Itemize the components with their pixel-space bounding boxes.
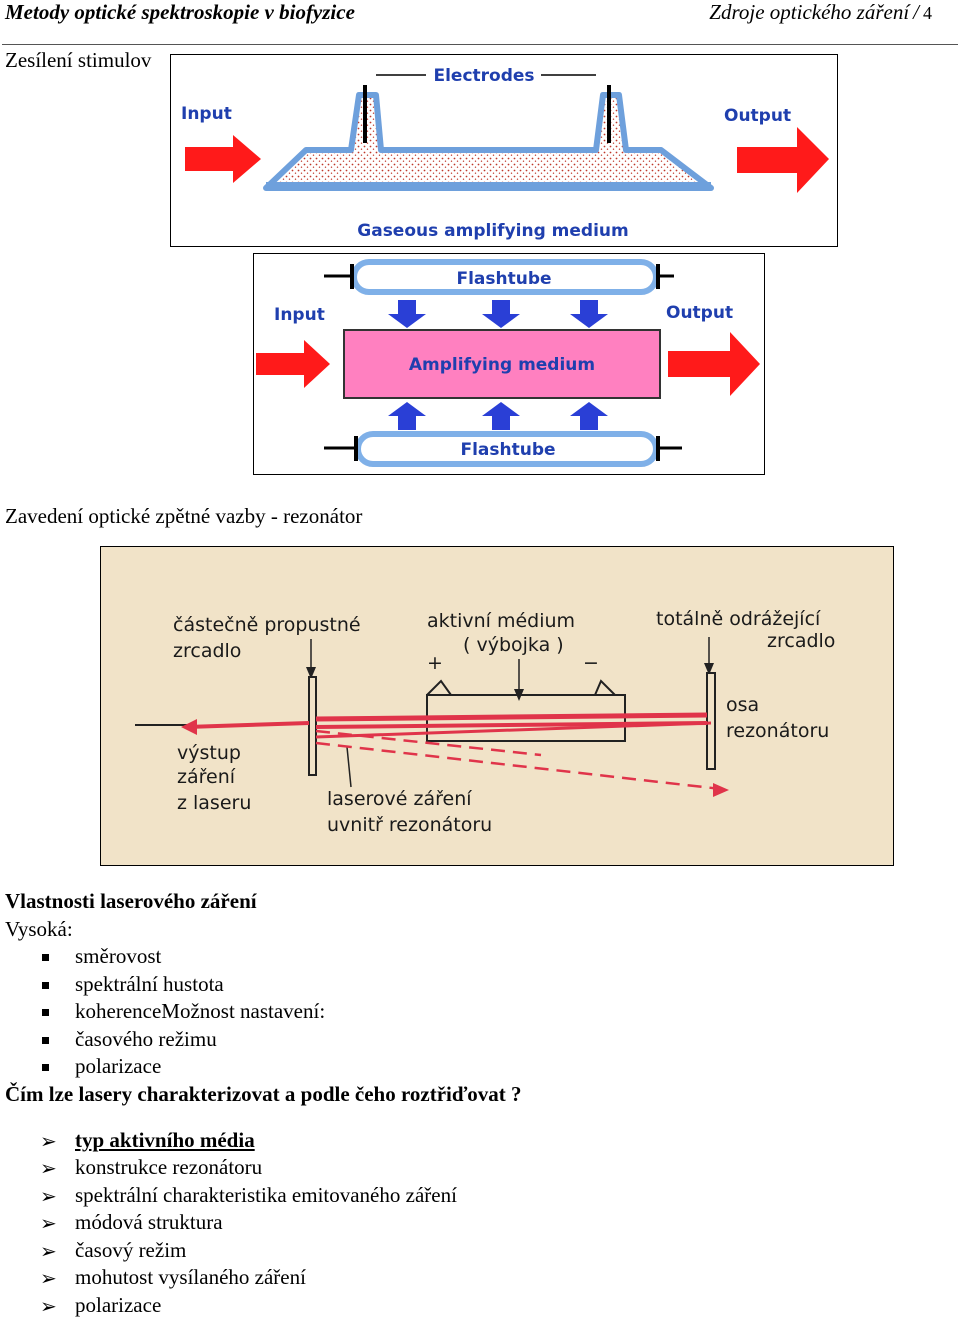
axis-label-2: rezonátoru xyxy=(726,720,829,742)
bullet-icon xyxy=(42,982,49,989)
partial-mirror-label-2: zrcadlo xyxy=(173,640,241,662)
criteria-item: mohutost vysílaného záření xyxy=(75,1265,306,1289)
bullet-icon xyxy=(42,1037,49,1044)
gas-amplifier-figure: Electrodes Input Output Gaseous amplifyi… xyxy=(170,54,838,247)
criteria-item: konstrukce rezonátoru xyxy=(75,1155,263,1179)
bullet-icon xyxy=(42,954,49,961)
document-title: Metody optické spektroskopie v biofyzice xyxy=(5,0,355,24)
down-arrow-icon xyxy=(388,300,426,328)
output-arrow-icon xyxy=(737,127,829,193)
flashtube-diagram: Flashtube Input Output Amplifying medium… xyxy=(256,259,760,467)
bullet-icon xyxy=(42,1009,49,1016)
up-arrow-icon xyxy=(482,402,520,430)
tube-base xyxy=(266,182,711,190)
inside-label-2: uvnitř rezonátoru xyxy=(327,814,492,836)
flashtube-bottom-label: Flashtube xyxy=(460,440,555,460)
arrow-bullet-icon: ➢ xyxy=(40,1239,57,1263)
gas-amplifier-diagram: Electrodes Input Output Gaseous amplifyi… xyxy=(181,66,829,241)
output-beam xyxy=(186,721,310,729)
criteria-item: polarizace xyxy=(75,1293,162,1317)
output-label-3: z laseru xyxy=(177,792,251,814)
arrow-bullet-icon: ➢ xyxy=(40,1184,57,1208)
inside-label-1: laserové záření xyxy=(327,788,472,810)
flashtube-top-label: Flashtube xyxy=(456,269,551,289)
section-title: Zdroje optického záření xyxy=(709,0,910,24)
high-label: Vysoká: xyxy=(5,917,73,941)
resonator-heading: Zavedení optické zpětné vazby - rezonáto… xyxy=(5,504,363,528)
arrow-bullet-icon: ➢ xyxy=(40,1266,57,1290)
property-item: časového režimu xyxy=(75,1027,217,1051)
header-separator: / xyxy=(913,0,919,24)
arrow-bullet-icon: ➢ xyxy=(40,1211,57,1235)
partial-mirror xyxy=(308,676,317,776)
input-arrow-icon xyxy=(256,340,330,388)
output-label-1: výstup xyxy=(177,742,241,764)
flashtube-amplifier-figure: Flashtube Input Output Amplifying medium… xyxy=(253,253,765,475)
criteria-item: typ aktivního média xyxy=(75,1128,255,1152)
arrow-bullet-icon: ➢ xyxy=(40,1156,57,1180)
question-heading: Čím lze lasery charakterizovat a podle č… xyxy=(5,1082,522,1106)
gas-tube xyxy=(263,92,714,191)
input-arrow-icon xyxy=(185,135,261,183)
criteria-item: spektrální charakteristika emitovaného z… xyxy=(75,1183,457,1207)
property-item: koherenceMožnost nastavení: xyxy=(75,999,326,1023)
intro-text: Zesílení stimulov xyxy=(5,48,152,72)
header-rule xyxy=(2,44,958,45)
input-label: Input xyxy=(274,305,325,325)
output-label-2: záření xyxy=(177,766,236,788)
arrow-bullet-icon: ➢ xyxy=(40,1129,57,1153)
amplifying-medium-block xyxy=(343,329,661,399)
arrow-bullet-icon: ➢ xyxy=(40,1294,57,1318)
partial-mirror-label-1: částečně propustné xyxy=(173,614,361,636)
axis-label-1: osa xyxy=(726,694,759,716)
output-label: Output xyxy=(724,106,791,126)
resonator-diagram: částečně propustné zrcadlo aktivní médiu… xyxy=(135,608,835,836)
electrodes-label: Electrodes xyxy=(433,66,534,86)
active-medium-label-1: aktivní médium xyxy=(427,610,575,632)
total-mirror-label-2: zrcadlo xyxy=(767,630,835,652)
resonator-figure: částečně propustné zrcadlo aktivní médiu… xyxy=(100,546,894,866)
down-arrow-icon xyxy=(570,300,608,328)
output-arrow-icon xyxy=(668,332,760,396)
properties-heading: Vlastnosti laserového záření xyxy=(5,889,257,913)
header-section: Zdroje optického záření/4 xyxy=(709,0,932,25)
medium-label: Amplifying medium xyxy=(409,355,595,375)
criteria-item: časový režim xyxy=(75,1238,187,1262)
criteria-item: módová struktura xyxy=(75,1210,223,1234)
output-label: Output xyxy=(666,303,733,323)
property-item: směrovost xyxy=(75,944,162,968)
up-arrow-icon xyxy=(388,402,426,430)
laser-beam-main xyxy=(315,712,708,722)
down-arrow-icon xyxy=(482,300,520,328)
active-medium-label-2: ( výbojka ) xyxy=(463,634,564,656)
property-item: polarizace xyxy=(75,1054,162,1078)
total-mirror xyxy=(706,672,716,770)
anode-plus: + xyxy=(427,652,443,674)
up-arrow-icon xyxy=(570,402,608,430)
off-axis-beam xyxy=(315,741,722,791)
cathode-minus: − xyxy=(583,652,599,674)
medium-label: Gaseous amplifying medium xyxy=(357,221,628,241)
input-label: Input xyxy=(181,104,232,124)
total-mirror-label-1: totálně odrážející xyxy=(656,608,821,630)
property-item: spektrální hustota xyxy=(75,972,224,996)
page-number: 4 xyxy=(923,3,932,23)
bullet-icon xyxy=(42,1064,49,1071)
